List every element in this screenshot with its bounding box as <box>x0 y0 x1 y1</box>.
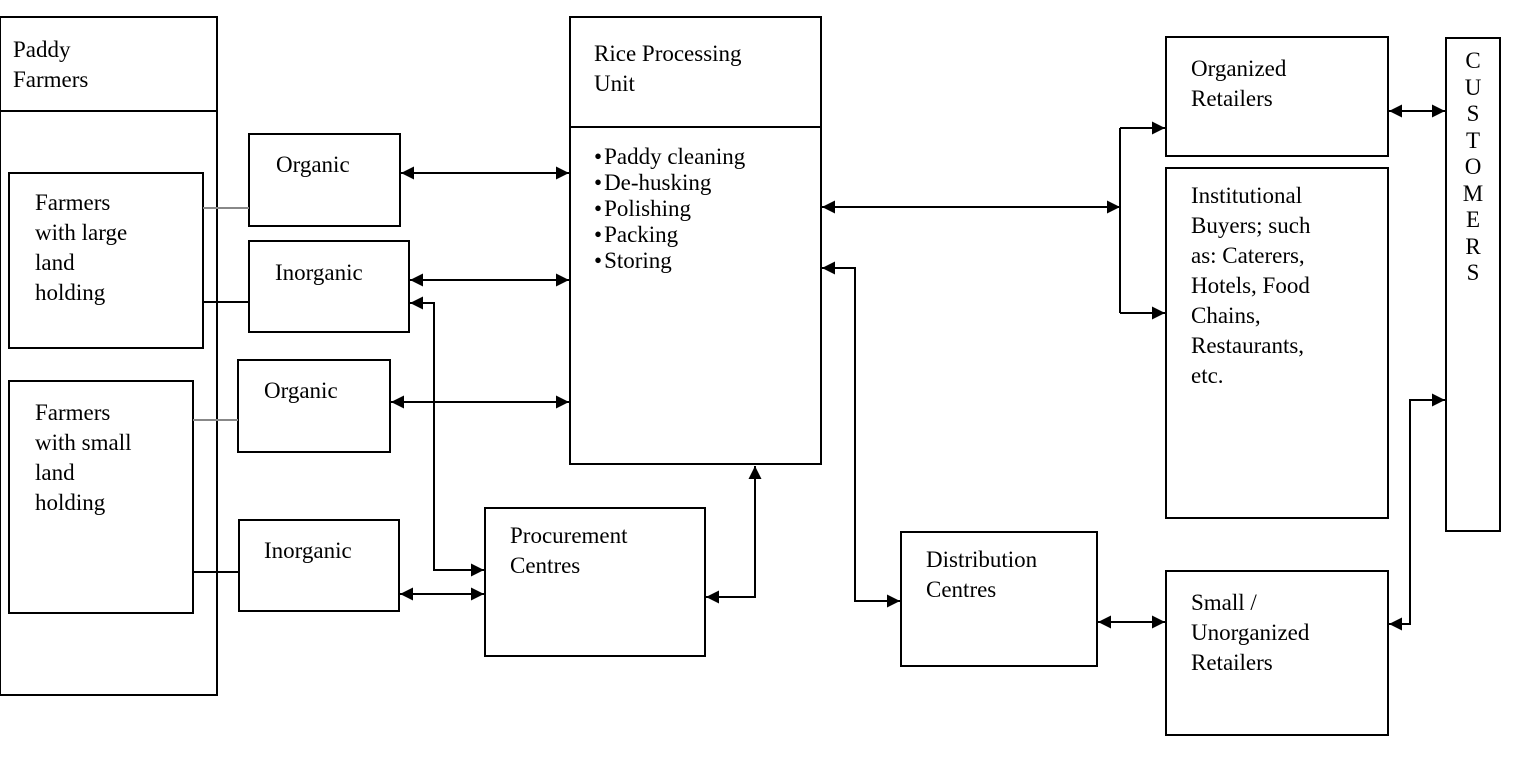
processing-step: Polishing <box>594 196 745 222</box>
inorganic-label-1: Inorganic <box>275 260 363 285</box>
customers-letter: T <box>1465 127 1481 153</box>
rice-unit-steps-box <box>569 126 822 465</box>
paddy-farmers-outer-box <box>0 110 218 696</box>
institutional-buyers-box <box>1165 167 1389 519</box>
large-farmers-label: Farmers with large land holding <box>35 190 128 305</box>
small-farmers-label: Farmers with small land holding <box>35 400 132 515</box>
distribution-label: Distribution Centres <box>926 547 1038 602</box>
organized-retailers-box <box>1165 36 1389 157</box>
inorganic-box-1 <box>248 240 410 333</box>
customers-label: C U S T O M E R S <box>1446 48 1500 287</box>
customers-box <box>1445 37 1501 532</box>
inorganic-box-2 <box>238 519 400 612</box>
processing-step: Packing <box>594 222 745 248</box>
procurement-box <box>484 507 706 657</box>
small-retailers-label: Small / Unorganized Retailers <box>1191 590 1310 675</box>
procurement-label: Procurement Centres <box>510 523 628 578</box>
distribution-box <box>900 531 1098 667</box>
paddy-farmers-label: Paddy Farmers <box>13 37 89 92</box>
arrow-procurement-unit <box>706 466 762 604</box>
inorganic-label-2: Inorganic <box>264 538 352 563</box>
customers-letter: E <box>1465 207 1481 232</box>
customers-letter: R <box>1465 233 1481 259</box>
processing-steps-list: Paddy cleaning De-husking Polishing Pack… <box>594 144 745 274</box>
customers-letter: S <box>1466 101 1480 126</box>
organic-label-2: Organic <box>264 378 338 403</box>
organic-box-1 <box>248 133 401 227</box>
customers-letter: U <box>1464 74 1482 100</box>
institutional-buyers-label: Institutional Buyers; such as: Caterers,… <box>1191 183 1311 388</box>
arrow-inorganic1-procurement <box>410 296 484 577</box>
organic-label-1: Organic <box>276 152 350 177</box>
small-farmers-box <box>8 380 194 614</box>
customers-letter: M <box>1462 180 1484 206</box>
arrow-small-retailers-customers <box>1389 393 1445 631</box>
processing-step: Storing <box>594 248 745 274</box>
rice-unit-label: Rice Processing Unit <box>594 41 742 96</box>
processing-step: Paddy cleaning <box>594 144 745 170</box>
large-farmers-box <box>8 172 204 349</box>
customers-letter: S <box>1466 260 1480 285</box>
organic-box-2 <box>237 359 391 453</box>
processing-step: De-husking <box>594 170 745 196</box>
arrow-unit-distribution <box>822 261 900 608</box>
customers-letter: O <box>1464 154 1482 179</box>
customers-letter: C <box>1465 48 1481 73</box>
small-retailers-box <box>1165 570 1389 736</box>
organized-retailers-label: Organized Retailers <box>1191 56 1287 111</box>
